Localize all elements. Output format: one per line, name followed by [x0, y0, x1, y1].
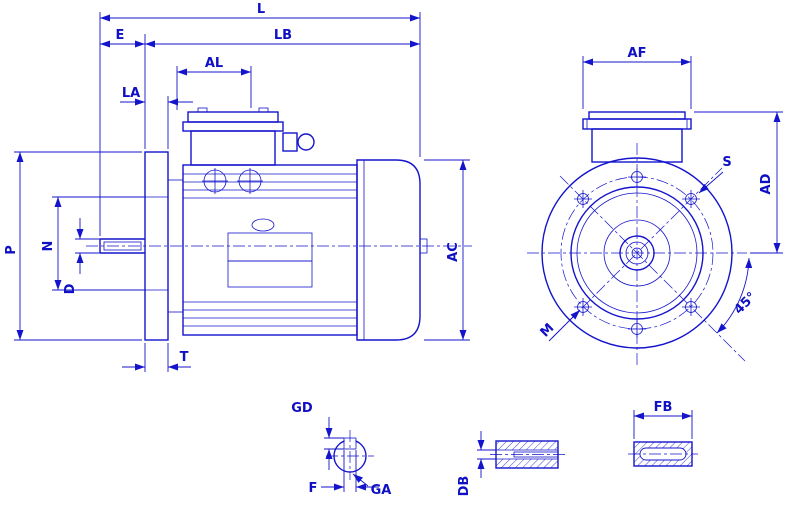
shaft-section-detail: GD F GA — [291, 401, 391, 498]
dim-label-n: N — [41, 241, 56, 252]
terminal-box-front — [582, 111, 692, 163]
terminal-box-side — [182, 107, 284, 166]
key-detail: FB — [628, 400, 698, 467]
body-panel-upper — [227, 232, 313, 262]
spigot-circle — [570, 186, 704, 320]
dim-label-ga: GA — [371, 483, 392, 498]
dim-label-db: DB — [457, 476, 472, 497]
dimensions-shaft-end: DB — [457, 431, 496, 496]
body-panel-lower — [227, 260, 313, 288]
dim-line-M — [548, 309, 581, 342]
dimensions-section: GD F GA — [291, 401, 391, 498]
front-view: AF S AD M 45° — [527, 46, 783, 365]
dim-label-al: AL — [205, 56, 223, 71]
dim-label-45: 45° — [732, 290, 760, 318]
dim-label-m: M — [538, 321, 558, 341]
dim-label-fb: FB — [654, 400, 673, 415]
dim-label-e: E — [116, 28, 125, 43]
dim-label-s: S — [722, 155, 731, 170]
dim-label-af: AF — [628, 46, 647, 61]
shaft-keyway — [103, 241, 142, 251]
section-keyway — [343, 437, 357, 450]
shaft-end-detail: DB — [457, 431, 566, 496]
dim-arc-45 — [716, 257, 753, 334]
front-diagonal-se — [559, 175, 746, 362]
dim-label-ad: AD — [759, 173, 774, 194]
leader-line-GA — [352, 473, 369, 487]
nameplate-logo — [251, 218, 275, 232]
flange-bolt-holes — [574, 168, 700, 338]
dim-label-la: LA — [122, 86, 140, 101]
spigot-inner-circle — [576, 192, 698, 314]
dimensions-key: FB — [633, 400, 693, 439]
flange-outer-circle — [541, 157, 733, 349]
shaft-inner-circle — [625, 241, 649, 265]
center-hole-circle — [631, 247, 643, 259]
fan-cover-hub — [419, 238, 428, 254]
motor-body — [182, 164, 358, 336]
front-bearing-bosses — [202, 168, 263, 194]
bearing-boss-circle — [603, 219, 671, 287]
fan-cover — [356, 159, 428, 341]
dimensions-side: L E LB AL LA P N — [4, 2, 470, 372]
dim-label-gd: GD — [291, 401, 313, 416]
side-view: L E LB AL LA P N — [4, 2, 472, 372]
dim-label-f: F — [309, 481, 318, 496]
shaft — [99, 238, 145, 254]
dim-label-t: T — [180, 350, 189, 365]
leader-line-S — [698, 171, 724, 194]
dim-label-ac: AC — [446, 242, 461, 262]
shaft-circle — [619, 235, 655, 271]
dim-label-d: D — [63, 283, 78, 294]
dim-label-p: P — [4, 245, 19, 255]
flange — [144, 151, 183, 341]
cable-gland — [282, 132, 315, 152]
dim-label-lb: LB — [274, 28, 292, 43]
dim-label-l: L — [257, 2, 265, 17]
